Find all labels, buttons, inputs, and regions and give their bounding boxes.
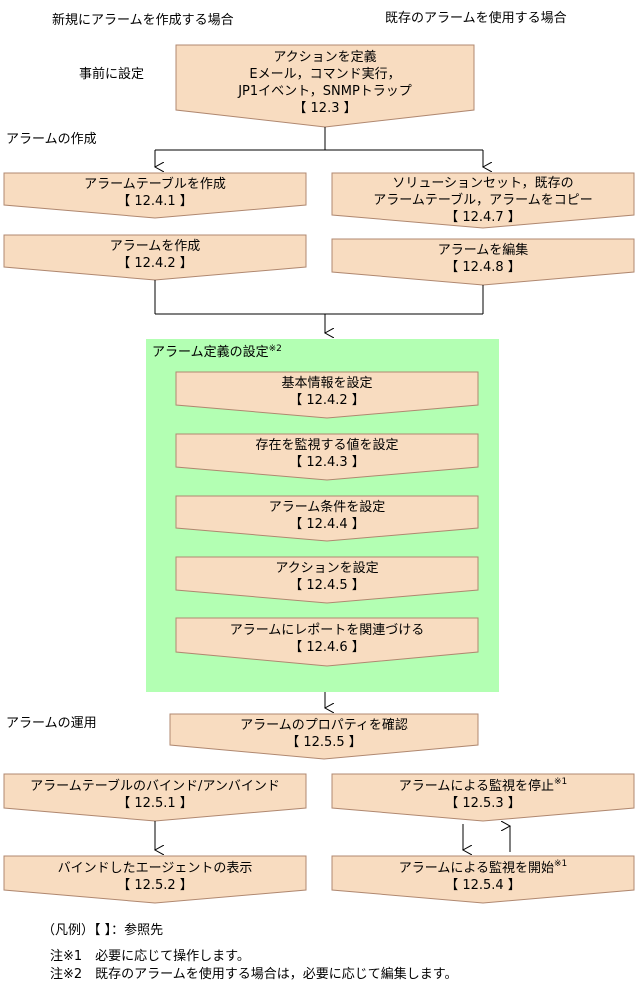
- edit-ref: 【 12.4.8 】: [445, 260, 521, 275]
- stop-note-mark: ※1: [553, 777, 568, 787]
- condition-box: アラーム条件を設定 【 12.4.4 】: [176, 498, 478, 534]
- agents-box: バインドしたエージェントの表示 【 12.5.2 】: [4, 858, 306, 896]
- basic-info-ref: 【 12.4.2 】: [289, 393, 365, 408]
- stop-label-line: アラームによる監視を停止※1: [399, 778, 568, 795]
- action-set-label: アクションを設定: [275, 561, 379, 576]
- create-alarm-label: アラームを作成: [109, 239, 201, 254]
- monitor-value-label: 存在を監視する値を設定: [255, 438, 399, 453]
- condition-ref: 【 12.4.4 】: [289, 517, 365, 532]
- shape-action-set: [175, 556, 479, 604]
- bind-label: アラームテーブルのバインド/アンバインド: [30, 779, 280, 794]
- shape-create-table: [3, 172, 307, 219]
- start-label: アラームによる監視を開始: [398, 861, 554, 876]
- report-ref: 【 12.4.6 】: [289, 640, 365, 655]
- label-operate-section: アラームの運用: [6, 716, 97, 731]
- shape-monitor-value: [175, 433, 479, 481]
- shape-basic-info: [175, 371, 479, 419]
- label-definition-section: アラーム定義の設定※2: [152, 345, 282, 361]
- agents-ref: 【 12.5.2 】: [117, 878, 193, 893]
- report-label: アラームにレポートを関連づける: [229, 623, 425, 638]
- footnote-1: 注※1 必要に応じて操作します。: [50, 949, 250, 964]
- edit-label: アラームを編集: [437, 243, 529, 258]
- shape-action-def: [175, 44, 475, 128]
- footnote-2: 注※2 既存のアラームを使用する場合は，必要に応じて編集します。: [50, 967, 458, 982]
- shape-edit: [331, 238, 635, 286]
- start-ref: 【 12.5.4 】: [445, 878, 521, 893]
- action-set-ref: 【 12.4.5 】: [289, 578, 365, 593]
- copy-ref: 【 12.4.7 】: [445, 209, 521, 225]
- report-box: アラームにレポートを関連づける 【 12.4.6 】: [176, 620, 478, 658]
- create-table-box: アラームテーブルを作成 【 12.4.1 】: [4, 175, 306, 211]
- action-set-box: アクションを設定 【 12.4.5 】: [176, 559, 478, 595]
- action-def-ref: 【 12.3 】: [293, 101, 357, 116]
- condition-label: アラーム条件を設定: [268, 500, 386, 515]
- shape-report: [175, 617, 479, 667]
- stop-label: アラームによる監視を停止: [398, 779, 554, 794]
- shape-bind: [3, 773, 307, 822]
- label-create-section: アラームの作成: [6, 132, 97, 147]
- copy-line2: アラームテーブル，アラームをコピー: [373, 192, 593, 208]
- copy-box: ソリューションセット，既存の アラームテーブル，アラームをコピー 【 12.4.…: [332, 175, 634, 225]
- legend-reference: （凡例）【 】：参照先: [42, 923, 164, 938]
- create-alarm-ref: 【 12.4.2 】: [117, 256, 193, 271]
- action-definition-box: アクションを定義 Eメール，コマンド実行， JP1イベント，SNMPトラップ 【…: [176, 47, 474, 119]
- shape-condition: [175, 495, 479, 542]
- action-def-line3: JP1イベント，SNMPトラップ: [238, 84, 412, 99]
- start-note-mark: ※1: [553, 859, 568, 869]
- label-pre-setting: 事前に設定: [79, 67, 145, 82]
- stop-monitoring-box: アラームによる監視を停止※1 【 12.5.3 】: [332, 776, 634, 814]
- definition-title: アラーム定義の設定: [152, 345, 269, 360]
- properties-ref: 【 12.5.5 】: [286, 734, 362, 750]
- monitor-value-box: 存在を監視する値を設定 【 12.4.3 】: [176, 436, 478, 472]
- copy-line1: ソリューションセット，既存の: [392, 175, 574, 191]
- definition-note-mark: ※2: [268, 344, 282, 354]
- start-monitoring-box: アラームによる監視を開始※1 【 12.5.4 】: [332, 858, 634, 896]
- stop-ref: 【 12.5.3 】: [445, 796, 521, 811]
- header-existing-alarm: 既存のアラームを使用する場合: [385, 11, 567, 26]
- shape-start: [331, 855, 635, 904]
- agents-label: バインドしたエージェントの表示: [57, 861, 253, 876]
- bind-box: アラームテーブルのバインド/アンバインド 【 12.5.1 】: [4, 776, 306, 814]
- create-table-ref: 【 12.4.1 】: [117, 194, 193, 209]
- edit-box: アラームを編集 【 12.4.8 】: [332, 241, 634, 277]
- basic-info-box: 基本情報を設定 【 12.4.2 】: [176, 374, 478, 410]
- action-def-line2: Eメール，コマンド実行，: [249, 67, 401, 82]
- start-label-line: アラームによる監視を開始※1: [399, 860, 568, 877]
- shape-stop: [331, 773, 635, 822]
- create-table-label: アラームテーブルを作成: [84, 177, 226, 192]
- header-new-alarm: 新規にアラームを作成する場合: [52, 13, 234, 28]
- properties-label: アラームのプロパティを確認: [240, 717, 408, 733]
- create-alarm-box: アラームを作成 【 12.4.2 】: [4, 237, 306, 273]
- shape-agents: [3, 855, 307, 904]
- shape-create-alarm: [3, 234, 307, 281]
- shape-properties: [169, 713, 479, 760]
- shape-copy: [331, 172, 635, 229]
- action-def-line1: アクションを定義: [273, 50, 377, 65]
- monitor-value-ref: 【 12.4.3 】: [289, 455, 365, 470]
- basic-info-label: 基本情報を設定: [281, 376, 373, 391]
- properties-box: アラームのプロパティを確認 【 12.5.5 】: [170, 716, 478, 751]
- bind-ref: 【 12.5.1 】: [117, 796, 193, 811]
